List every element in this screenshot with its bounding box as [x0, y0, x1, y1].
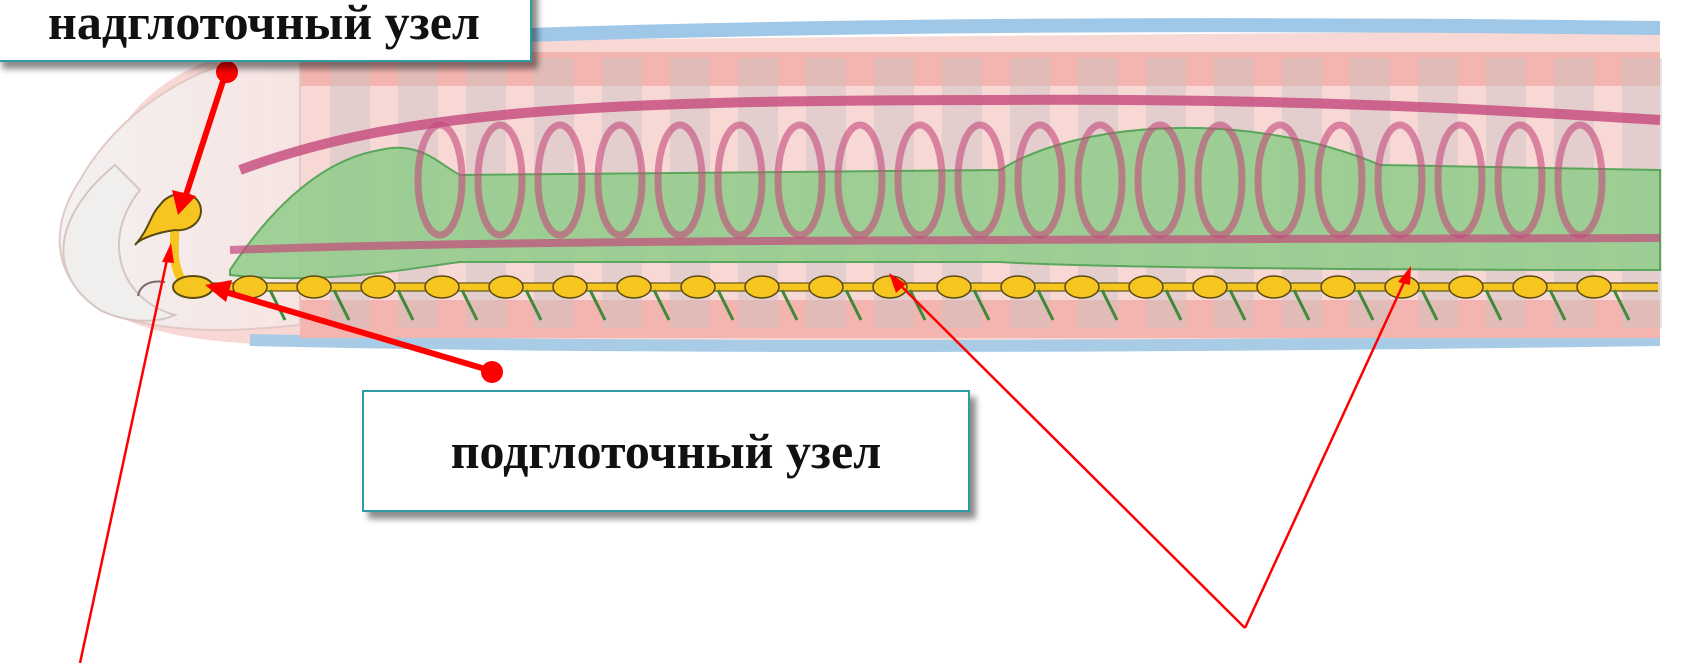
- ganglion: [361, 276, 395, 298]
- subpharyngeal-ganglion: [173, 276, 213, 298]
- ganglion: [937, 276, 971, 298]
- ganglion: [553, 276, 587, 298]
- ganglion: [681, 276, 715, 298]
- ganglion: [297, 276, 331, 298]
- arrow-sub-dot: [481, 361, 503, 383]
- ganglion: [1257, 276, 1291, 298]
- ganglion: [425, 276, 459, 298]
- ganglion: [1193, 276, 1227, 298]
- ganglion: [1449, 276, 1483, 298]
- ganglion: [617, 276, 651, 298]
- label-subpharyngeal-ganglion: подглоточный узел: [362, 390, 970, 512]
- ganglion: [1577, 276, 1611, 298]
- ganglion: [1129, 276, 1163, 298]
- ganglion: [809, 276, 843, 298]
- label-supraesophageal-ganglion: надглоточный узел: [0, 0, 532, 62]
- label-sub-text: подглоточный узел: [451, 426, 882, 476]
- worm-body: [60, 25, 1662, 346]
- ganglion: [745, 276, 779, 298]
- label-supra-text: надглоточный узел: [48, 0, 480, 47]
- ganglion: [489, 276, 523, 298]
- ganglion: [1065, 276, 1099, 298]
- ganglion: [1513, 276, 1547, 298]
- ganglion: [1321, 276, 1355, 298]
- ganglion: [1001, 276, 1035, 298]
- arrow-supra-dot: [216, 61, 238, 83]
